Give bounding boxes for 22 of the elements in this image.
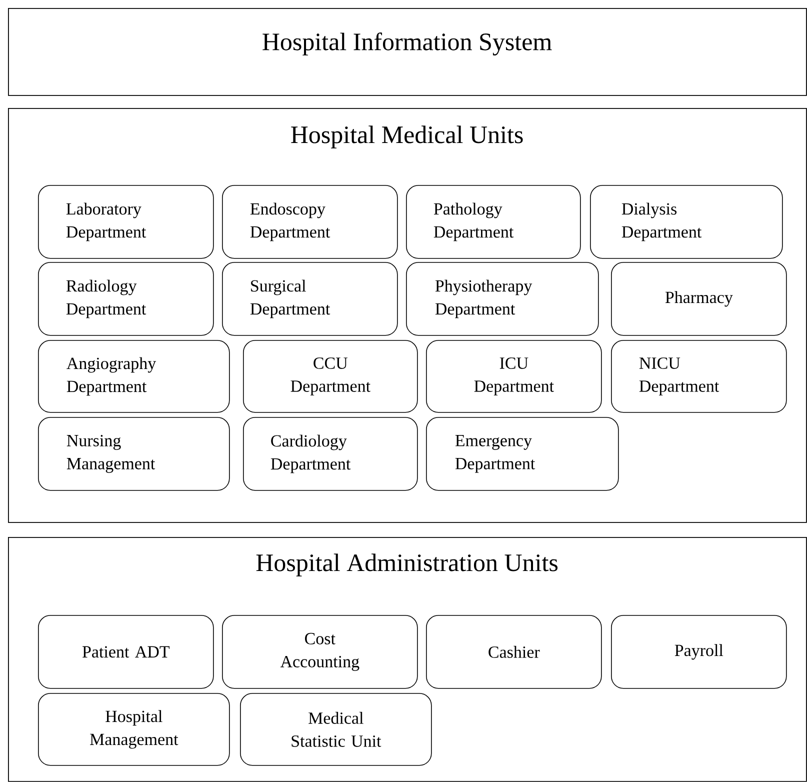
unit-box: CCU Department [243, 340, 418, 413]
unit-box: Hospital Management [38, 693, 230, 766]
unit-box: NICU Department [611, 340, 787, 413]
unit-box: Dialysis Department [590, 185, 783, 259]
unit-box: Cost Accounting [222, 615, 418, 689]
unit-box: Payroll [611, 615, 787, 689]
unit-box: Pathology Department [406, 185, 581, 259]
unit-box: Physiotherapy Department [406, 262, 599, 336]
unit-box: Angiography Department [38, 340, 230, 413]
unit-box: Laboratory Department [38, 185, 214, 259]
unit-box: Radiology Department [38, 262, 214, 336]
unit-box: ICU Department [426, 340, 602, 413]
unit-box: Nursing Management [38, 417, 230, 491]
unit-box: Cardiology Department [243, 417, 418, 491]
unit-box: Medical Statistic Unit [240, 693, 432, 766]
unit-box: Cashier [426, 615, 602, 689]
unit-box: Pharmacy [611, 262, 787, 336]
section-box: Hospital Information System [8, 8, 807, 96]
unit-box: Endoscopy Department [222, 185, 398, 259]
unit-box: Emergency Department [426, 417, 619, 491]
unit-box: Patient ADT [38, 615, 214, 689]
unit-box: Surgical Department [222, 262, 398, 336]
